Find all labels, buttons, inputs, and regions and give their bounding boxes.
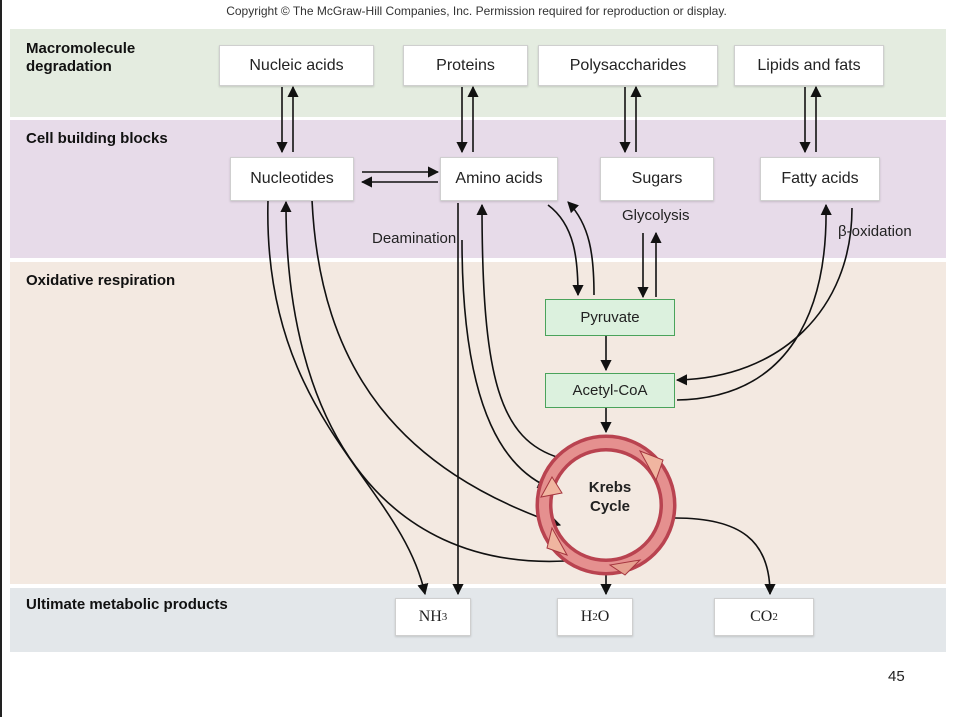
box-proteins: Proteins xyxy=(403,45,528,86)
nh3-base: NH xyxy=(418,608,442,625)
box-pyruvate: Pyruvate xyxy=(545,299,675,336)
h2o-pre: H xyxy=(580,608,593,625)
band-label-oxidative: Oxidative respiration xyxy=(26,272,176,289)
label-deamination: Deamination xyxy=(372,230,457,247)
copyright-notice: Copyright © The McGraw-Hill Companies, I… xyxy=(226,4,727,18)
band-label-building: Cell building blocks xyxy=(26,130,168,147)
co2-pre: CO xyxy=(750,608,773,625)
co2-sub: 2 xyxy=(772,611,778,623)
h2o-sub: 2 xyxy=(592,611,598,623)
label-glycolysis: Glycolysis xyxy=(622,207,690,224)
krebs-cycle-ring xyxy=(535,434,677,576)
band-label-macro: Macromolecule degradation xyxy=(26,40,136,75)
krebs-label-line-1: Krebs xyxy=(588,479,632,496)
page-number: 45 xyxy=(888,668,905,685)
krebs-cycle-label: Krebs Cycle xyxy=(560,478,660,516)
krebs-label-line-2: Cycle xyxy=(589,498,631,515)
label-beta-oxidation: β-oxidation xyxy=(838,223,912,240)
box-acetyl-coa: Acetyl-CoA xyxy=(545,373,675,408)
box-amino-acids: Amino acids xyxy=(440,157,558,201)
box-polysaccharides: Polysaccharides xyxy=(538,45,718,86)
box-nucleic-acids: Nucleic acids xyxy=(219,45,374,86)
band-oxidative-respiration xyxy=(10,262,946,584)
h2o-post: O xyxy=(597,608,610,625)
box-fatty-acids: Fatty acids xyxy=(760,157,880,201)
nh3-sub: 3 xyxy=(441,611,448,623)
band-label-ultimate: Ultimate metabolic products xyxy=(26,596,228,613)
box-nucleotides: Nucleotides xyxy=(230,157,354,201)
box-sugars: Sugars xyxy=(600,157,714,201)
box-lipids-and-fats: Lipids and fats xyxy=(734,45,884,86)
